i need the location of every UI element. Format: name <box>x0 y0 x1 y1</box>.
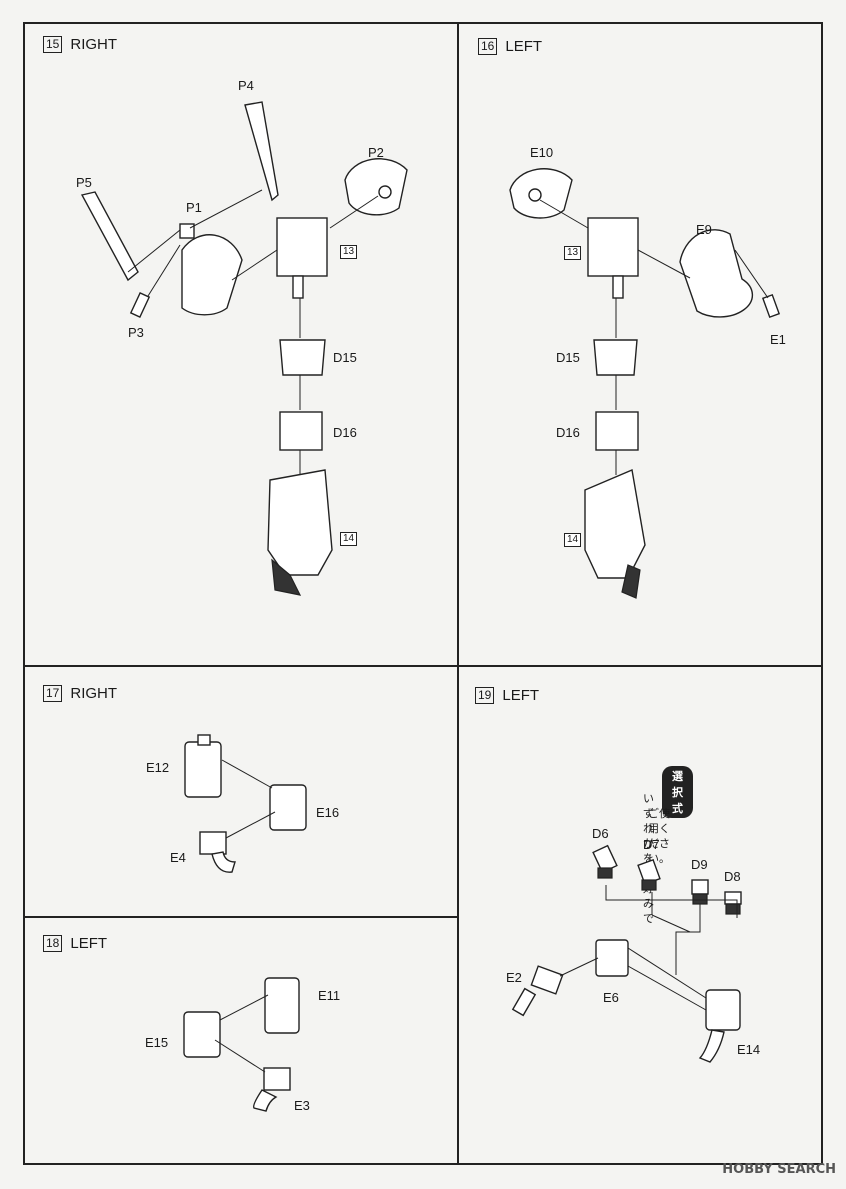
part-d16-shape <box>279 411 323 451</box>
label-d9: D9 <box>691 857 708 872</box>
part-d16-shape-b <box>595 411 639 451</box>
step-19-number: 19 <box>475 687 495 704</box>
ref-box-14: 14 <box>340 532 358 546</box>
part-p1-plate-shape <box>181 234 243 316</box>
label-p1: P1 <box>186 200 202 215</box>
label-e3: E3 <box>294 1098 310 1113</box>
part-14-leg-shape <box>267 469 333 576</box>
label-e9: E9 <box>696 222 712 237</box>
label-p4: P4 <box>238 78 254 93</box>
label-p3: P3 <box>128 325 144 340</box>
part-e11-shape <box>264 977 300 1034</box>
part-d8-shape <box>724 891 742 905</box>
divider-horizontal-mid <box>23 665 823 667</box>
label-e14: E14 <box>737 1042 761 1057</box>
label-d15: D15 <box>333 350 357 365</box>
step-15-side: RIGHT <box>70 36 118 53</box>
step-17-number: 17 <box>43 685 63 702</box>
label-d8: D8 <box>724 869 741 884</box>
label-e12: E12 <box>146 760 170 775</box>
label-e16: E16 <box>316 805 340 820</box>
step-18-side: LEFT <box>70 935 108 952</box>
label-e6: E6 <box>603 990 619 1005</box>
part-13-block-shape <box>276 217 328 277</box>
part-e15-shape <box>183 1011 221 1058</box>
part-e6-shape <box>595 939 629 977</box>
label-d16-b: D16 <box>556 425 580 440</box>
label-d6: D6 <box>592 826 609 841</box>
step-16-header: 16 LEFT <box>478 38 542 55</box>
part-e2-shape <box>530 965 564 995</box>
part-d9-shape <box>691 879 709 895</box>
label-d7: D7 <box>643 837 660 852</box>
part-e16-shape <box>269 784 307 831</box>
part-e14-shape <box>705 989 741 1031</box>
part-p2-shape <box>344 158 408 216</box>
part-e9-shape <box>679 229 754 318</box>
label-d16: D16 <box>333 425 357 440</box>
label-p2: P2 <box>368 145 384 160</box>
step-16-number: 16 <box>478 38 498 55</box>
part-p3-shape <box>129 291 151 319</box>
part-p4-shape <box>244 101 279 202</box>
step-15-header: 15 RIGHT <box>43 36 117 53</box>
label-e2: E2 <box>506 970 522 985</box>
part-e3-shape <box>263 1067 291 1091</box>
label-e1: E1 <box>770 332 786 347</box>
divider-vertical-top <box>457 22 459 667</box>
label-e11: E11 <box>318 988 341 1003</box>
label-e4: E4 <box>170 850 186 865</box>
label-e15: E15 <box>145 1035 169 1050</box>
step-18-header: 18 LEFT <box>43 935 107 952</box>
step-15-number: 15 <box>43 36 63 53</box>
ref-box-13: 13 <box>340 245 358 259</box>
step-19-header: 19 LEFT <box>475 687 539 704</box>
step-17-side: RIGHT <box>70 685 118 702</box>
step-18-number: 18 <box>43 935 63 952</box>
divider-vertical-bottom <box>457 665 459 1165</box>
label-p5: P5 <box>76 175 92 190</box>
divider-horizontal-left <box>23 916 459 918</box>
part-d15-shape-b <box>593 339 638 376</box>
page-frame <box>23 22 823 1165</box>
label-d15-b: D15 <box>556 350 580 365</box>
part-p5-shape <box>80 191 139 282</box>
step-16-side: LEFT <box>505 38 543 55</box>
part-d15-shape <box>279 339 326 376</box>
choice-badge: 選択式 <box>662 766 693 818</box>
part-13-block-shape-b <box>587 217 639 277</box>
ref-box-13-b: 13 <box>564 246 582 260</box>
choice-note-line2: ご使用ください。 <box>648 808 670 865</box>
step-17-header: 17 RIGHT <box>43 685 117 702</box>
step-19-side: LEFT <box>502 687 540 704</box>
label-e10: E10 <box>530 145 554 160</box>
ref-box-14-b: 14 <box>564 533 582 547</box>
watermark-logo: HOBBY SEARCH <box>722 1162 836 1177</box>
